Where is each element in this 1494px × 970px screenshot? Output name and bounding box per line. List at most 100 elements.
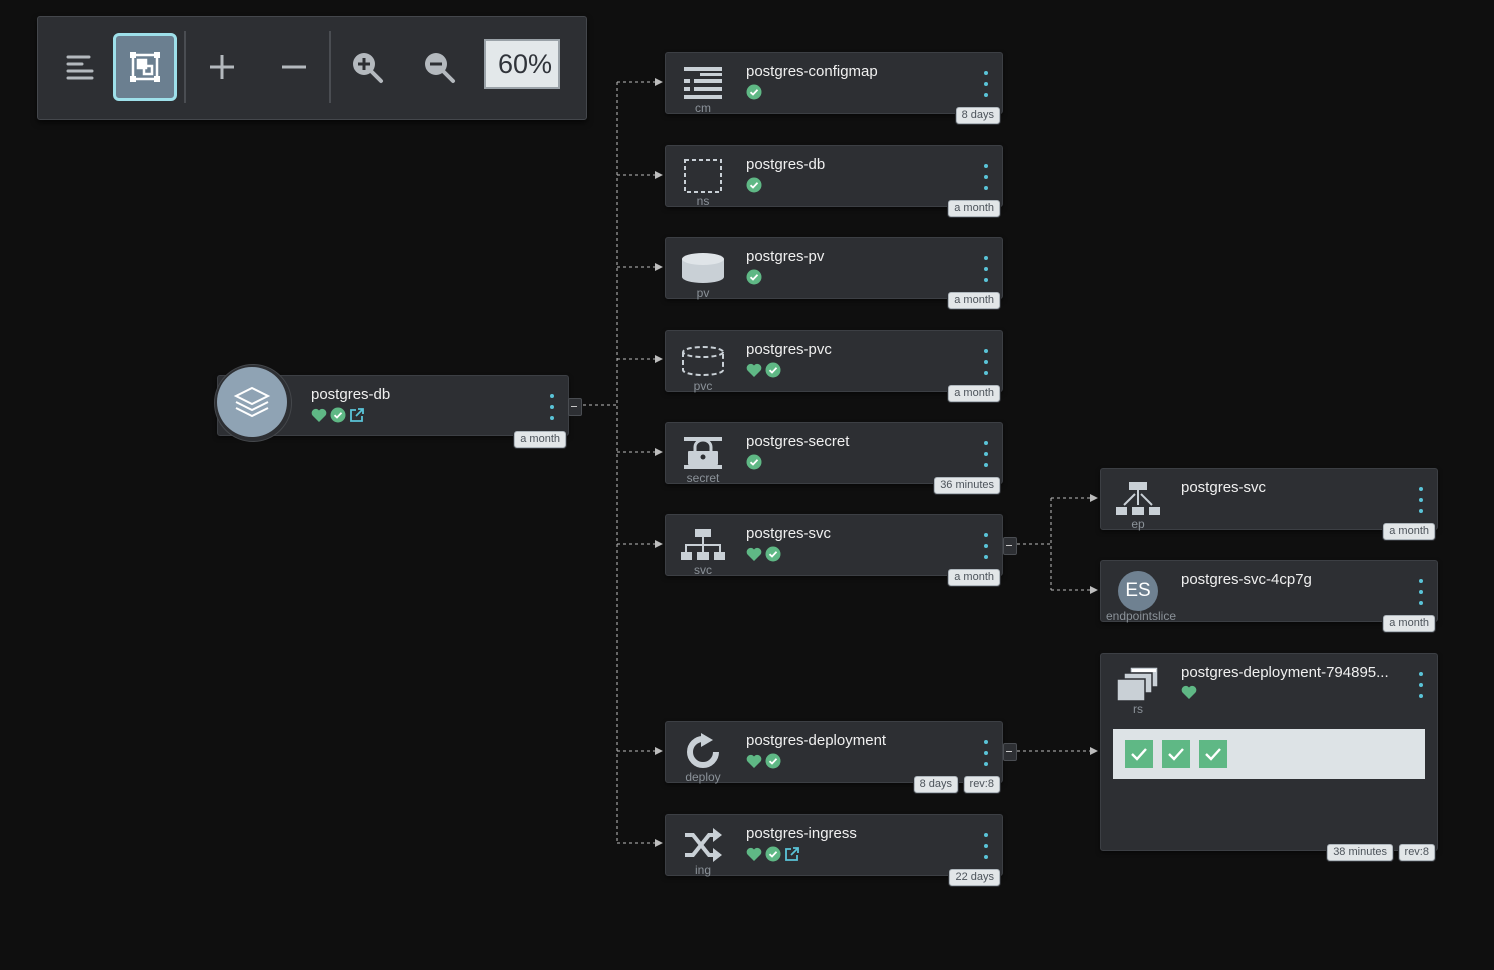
pod-status[interactable] [1199, 740, 1227, 768]
resource-kind: ep [1131, 517, 1145, 531]
resource-node-deployment[interactable]: deploy postgres-deployment 8 days rev:8 [665, 721, 1003, 793]
check-circle-icon [746, 269, 762, 285]
collapse-toggle[interactable] [1003, 537, 1017, 555]
namespace-icon [678, 156, 728, 196]
collapse-toggle[interactable] [1003, 743, 1017, 761]
heart-icon [746, 363, 762, 377]
resource-node-ingress[interactable]: ing postgres-ingress 22 days [665, 814, 1003, 886]
ingress-icon [678, 825, 728, 865]
application-node[interactable]: postgres-db a month [214, 364, 569, 448]
node-menu-button[interactable] [980, 349, 992, 375]
collapse-toggle[interactable] [568, 398, 582, 416]
node-menu-button[interactable] [1415, 487, 1427, 513]
list-view-icon [66, 55, 94, 80]
check-circle-icon [765, 362, 781, 378]
resource-kind: ing [694, 863, 711, 877]
node-menu-button[interactable] [980, 71, 992, 97]
node-title: postgres-db [311, 386, 391, 403]
check-icon [1168, 748, 1184, 761]
resource-name: postgres-svc-4cp7g [1181, 571, 1312, 588]
resource-kind: endpointslice [1105, 609, 1177, 623]
child-node-endpointslice[interactable]: ES endpointslice postgres-svc-4cp7g a mo… [1100, 560, 1438, 632]
replicaset-icon [1113, 664, 1163, 704]
age-badge: a month [948, 569, 1000, 586]
age-badge: 38 minutes [1327, 844, 1393, 861]
revision-badge: rev:8 [1398, 844, 1435, 861]
heart-icon [311, 408, 327, 422]
resource-kind: pv [696, 286, 710, 300]
child-node-endpoints[interactable]: ep postgres-svc a month [1100, 468, 1438, 540]
heart-icon [746, 847, 762, 861]
check-circle-icon [746, 177, 762, 193]
check-circle-icon [765, 753, 781, 769]
age-badge: a month [948, 385, 1000, 402]
age-badge: 22 days [949, 869, 1000, 886]
resource-kind: pvc [693, 379, 713, 393]
node-menu-button[interactable] [1415, 579, 1427, 605]
check-circle-icon [765, 546, 781, 562]
resource-kind: svc [694, 563, 712, 577]
resource-node-service[interactable]: svc postgres-svc a month [665, 514, 1003, 586]
node-menu-button[interactable] [980, 256, 992, 282]
zoom-out-icon [425, 53, 455, 83]
pod-status[interactable] [1162, 740, 1190, 768]
service-icon [678, 525, 728, 565]
check-icon [1131, 748, 1147, 761]
application-icon [217, 367, 287, 437]
node-menu-button[interactable] [980, 441, 992, 467]
fit-to-screen-button[interactable] [113, 33, 177, 101]
node-menu-button[interactable] [980, 740, 992, 766]
external-link-icon[interactable] [349, 407, 365, 423]
revision-badge: rev:8 [963, 776, 1000, 793]
zoom-level-field[interactable]: 60% [484, 39, 560, 89]
minus-icon [282, 65, 306, 69]
deployment-icon [678, 732, 728, 772]
heart-icon [746, 547, 762, 561]
resource-name: postgres-db [746, 156, 826, 173]
zoom-in-icon [353, 53, 383, 83]
resource-name: postgres-secret [746, 433, 850, 450]
resource-name: postgres-pvc [746, 341, 832, 358]
secret-icon [678, 433, 728, 473]
zoom-in-button[interactable] [335, 33, 399, 101]
pod-status[interactable] [1125, 740, 1153, 768]
resource-node-secret[interactable]: secret postgres-secret 36 minutes [665, 422, 1003, 494]
collapse-button[interactable] [262, 33, 326, 101]
node-menu-button[interactable] [1415, 672, 1427, 698]
age-badge: 8 days [955, 107, 1000, 124]
resource-name: postgres-deployment-794895... [1181, 664, 1389, 681]
configmap-icon [678, 63, 728, 103]
zoom-out-button[interactable] [407, 33, 471, 101]
external-link-icon[interactable] [784, 846, 800, 862]
resource-node-namespace[interactable]: ns postgres-db a month [665, 145, 1003, 217]
persistent-volume-icon [678, 248, 728, 288]
node-menu-button[interactable] [980, 164, 992, 190]
check-circle-icon [746, 84, 762, 100]
graph-toolbar: 60% [37, 16, 587, 120]
child-node-replicaset[interactable]: rs postgres-deployment-794895... 38 minu… [1100, 653, 1438, 861]
node-menu-button[interactable] [980, 533, 992, 559]
resource-kind: deploy [685, 770, 721, 784]
resource-node-configmap[interactable]: cm postgres-configmap 8 days [665, 52, 1003, 124]
expand-button[interactable] [190, 33, 254, 101]
list-view-button[interactable] [48, 33, 112, 101]
resource-node-pv[interactable]: pv postgres-pv a month [665, 237, 1003, 309]
resource-node-pvc[interactable]: pvc postgres-pvc a month [665, 330, 1003, 402]
check-circle-icon [330, 407, 346, 423]
age-badge: 36 minutes [934, 477, 1000, 494]
heart-icon [1181, 685, 1197, 699]
node-menu-button[interactable] [980, 833, 992, 859]
resource-name: postgres-svc [1181, 479, 1267, 496]
check-circle-icon [765, 846, 781, 862]
endpoints-icon [1113, 479, 1163, 519]
node-menu-button[interactable] [546, 394, 558, 420]
resource-name: postgres-ingress [746, 825, 857, 842]
resource-name: postgres-svc [746, 525, 832, 542]
persistent-volume-claim-icon [678, 341, 728, 381]
age-badge: a month [514, 431, 566, 448]
resource-kind: rs [1133, 702, 1143, 716]
age-badge: 8 days [913, 776, 958, 793]
fit-to-screen-icon [130, 52, 160, 82]
endpointslice-icon: ES [1113, 571, 1163, 611]
